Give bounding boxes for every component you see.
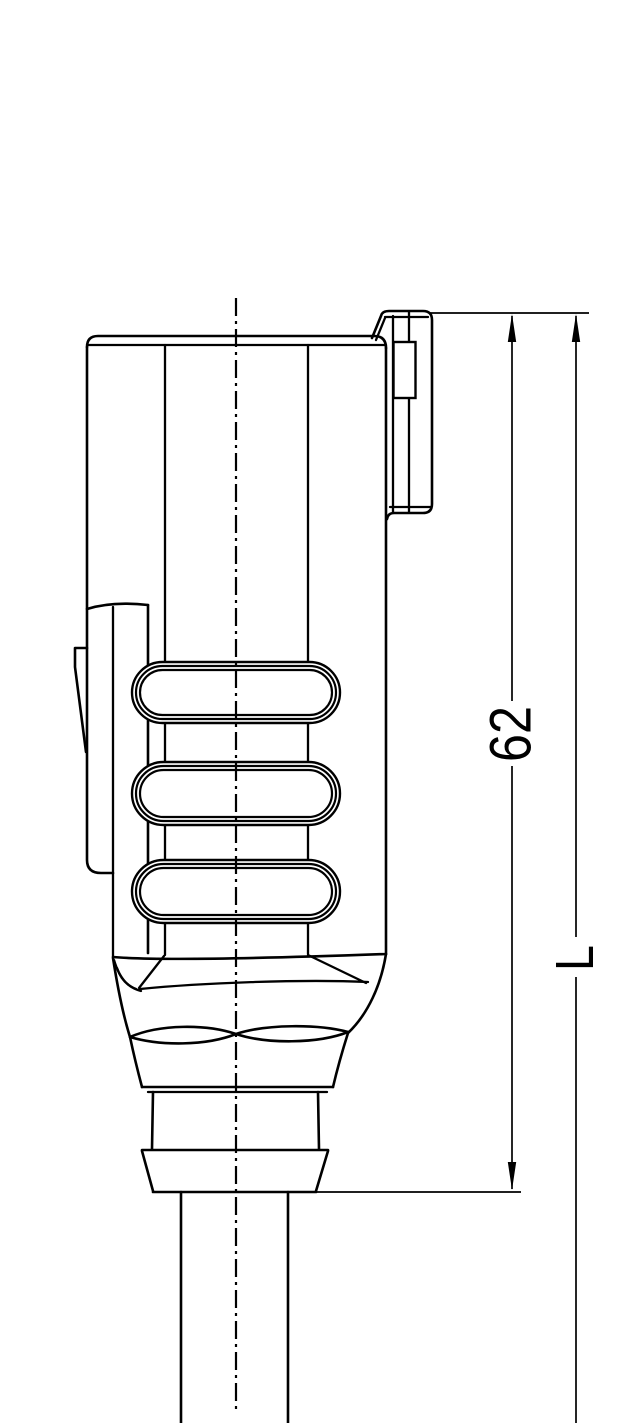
latch-window: [392, 340, 417, 400]
collar-curl-inner: [115, 966, 138, 991]
collar-diagonal-right: [306, 953, 368, 985]
flange-left-edge: [140, 1149, 155, 1193]
strain-relief-collar: [111, 952, 388, 1094]
lever-spring-tab: [73, 646, 89, 754]
dimension-label-62: 62: [479, 706, 544, 762]
arrowhead-62-up: [507, 314, 517, 342]
collar-second-line: [138, 979, 370, 991]
dimension-height-62: 62: [316, 312, 589, 1193]
arrowhead-62-down: [507, 1162, 517, 1190]
dimension-label-L: L: [545, 945, 605, 971]
lever-top-arc: [85, 602, 150, 611]
collar-left-edge: [111, 956, 144, 1089]
latch-outline: [370, 309, 434, 521]
gland-nut-right-edge: [316, 1090, 321, 1151]
gland-nut-left-edge: [150, 1090, 155, 1151]
body-left-edge: [85, 345, 115, 875]
collar-diagonal-left: [137, 954, 166, 990]
dimension-length-L: L: [545, 314, 605, 1423]
release-latch: [370, 309, 434, 521]
arrowhead-L-up: [571, 314, 581, 342]
flange-right-edge: [314, 1149, 330, 1193]
collar-top-line: [111, 952, 388, 961]
collar-right-edge: [331, 952, 388, 1089]
cable: [179, 1190, 290, 1423]
connector-body: [85, 334, 388, 957]
